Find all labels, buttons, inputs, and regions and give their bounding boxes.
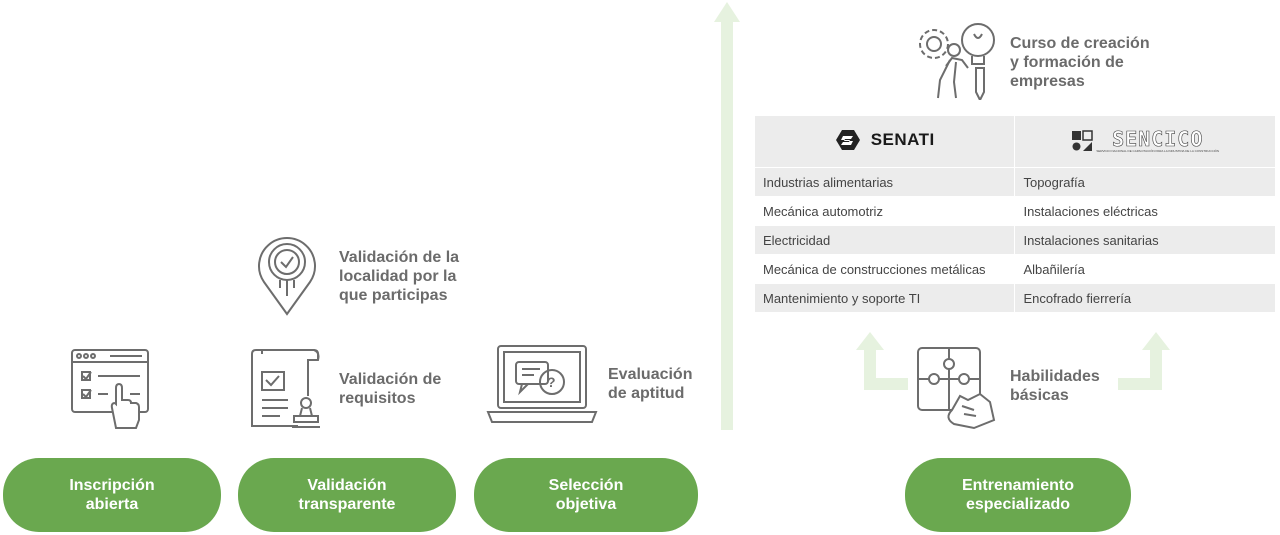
table-cell: Mantenimiento y soporte TI	[753, 283, 1016, 313]
sencico-emblem-icon	[1072, 129, 1094, 151]
table-cell: Mecánica automotriz	[753, 196, 1016, 226]
table-row: Mecánica automotriz Instalaciones eléctr…	[753, 196, 1276, 226]
table-header-row: SENATI SENCICO SERVICIO NACIONAL DE CAPA…	[753, 115, 1276, 168]
table-cell: Instalaciones eléctricas	[1014, 196, 1276, 226]
table-cell: Mecánica de construcciones metálicas	[753, 254, 1016, 284]
puzzle-hand-icon	[914, 344, 1000, 430]
stage-open-registration[interactable]: Inscripción abierta	[3, 458, 221, 532]
table-row: Mecánica de construcciones metálicas Alb…	[753, 254, 1276, 284]
table-row: Mantenimiento y soporte TI Encofrado fie…	[753, 283, 1276, 313]
table-row: Electricidad Instalaciones sanitarias	[753, 225, 1276, 255]
laptop-question-chat-icon: ?	[486, 344, 598, 426]
business-course-note: Curso de creación y formación de empresa…	[1010, 35, 1150, 90]
stage-specialized-training[interactable]: Entrenamiento especializado	[905, 458, 1131, 532]
requirements-validation-note: Validación de requisitos	[339, 371, 442, 407]
senati-header-cell: SENATI	[753, 115, 1016, 168]
location-pin-check-icon	[256, 234, 318, 316]
table-cell: Industrias alimentarias	[753, 167, 1016, 197]
document-stamp-icon	[248, 348, 324, 430]
table-row: Industrias alimentarias Topografía	[753, 167, 1276, 197]
table-cell: Instalaciones sanitarias	[1014, 225, 1276, 255]
aptitude-evaluation-note: Evaluación de aptitud	[608, 366, 693, 402]
svg-text:?: ?	[547, 374, 556, 390]
courses-table: SENATI SENCICO SERVICIO NACIONAL DE CAPA…	[753, 115, 1276, 313]
senati-label: SENATI	[870, 130, 935, 149]
senati-logo: SENATI	[835, 129, 935, 151]
sencico-subtitle: SERVICIO NACIONAL DE CAPACITACIÓN PARA L…	[1096, 148, 1220, 153]
sencico-logo: SENCICO SERVICIO NACIONAL DE CAPACITACIÓ…	[1071, 126, 1220, 153]
sencico-label: SENCICO	[1112, 126, 1204, 151]
stage-transparent-validation[interactable]: Validación transparente	[238, 458, 456, 532]
sencico-header-cell: SENCICO SERVICIO NACIONAL DE CAPACITACIÓ…	[1014, 115, 1276, 168]
right-up-arrow	[1118, 332, 1170, 390]
table-cell: Albañilería	[1014, 254, 1276, 284]
locality-validation-note: Validación de la localidad por la que pa…	[339, 249, 460, 304]
table-cell: Encofrado fierrería	[1014, 283, 1276, 313]
person-gear-lightbulb-icon	[916, 20, 998, 100]
table-cell: Electricidad	[753, 225, 1016, 255]
senati-emblem-icon	[835, 130, 860, 150]
table-cell: Topografía	[1014, 167, 1276, 197]
basic-skills-note: Habilidades básicas	[1010, 368, 1100, 404]
browser-checklist-hand-icon	[70, 348, 154, 430]
left-up-arrow	[856, 332, 908, 390]
vertical-progress-arrow	[714, 2, 740, 430]
stage-objective-selection[interactable]: Selección objetiva	[474, 458, 698, 532]
